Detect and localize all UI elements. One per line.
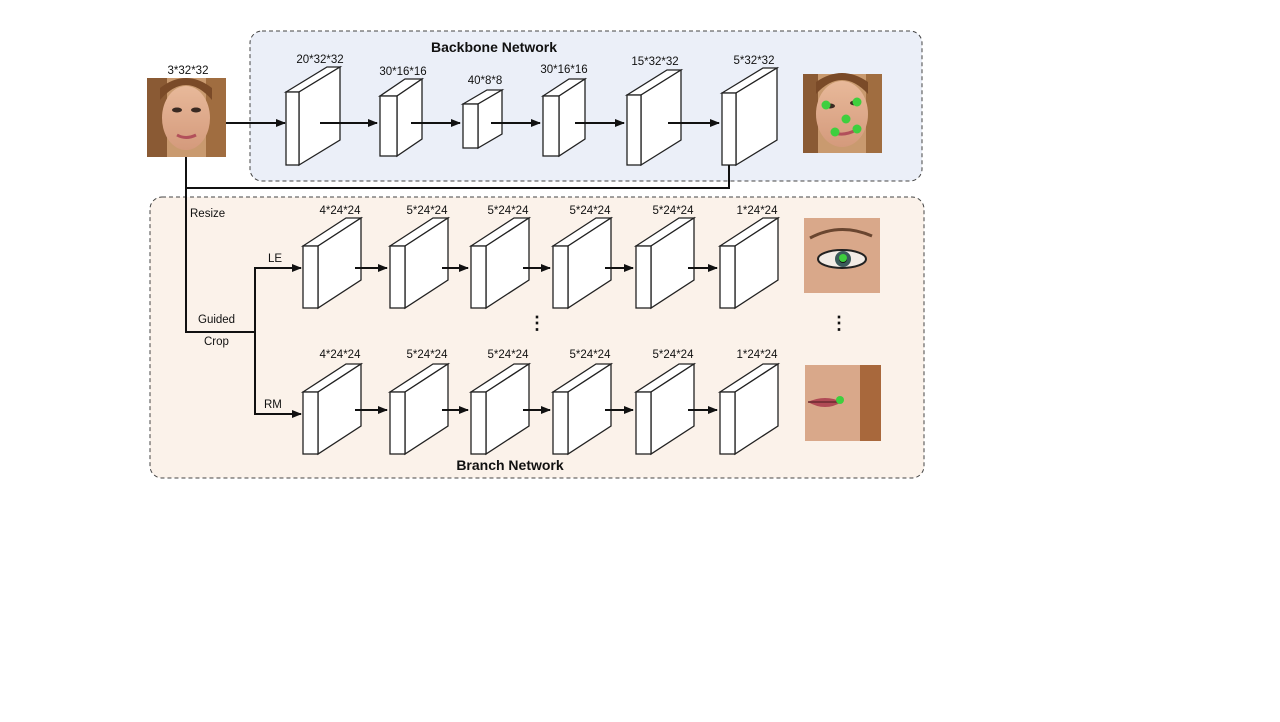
- branch-le-layer-2-label: 5*24*24: [407, 205, 449, 217]
- branch-rm-layer-2-label: 5*24*24: [407, 349, 449, 361]
- branch-le-layer-5-label: 5*24*24: [653, 205, 695, 217]
- branch-le-layer-3-label: 5*24*24: [488, 205, 530, 217]
- input-face-image: [147, 78, 226, 157]
- backbone-title: Backbone Network: [431, 39, 557, 55]
- backbone-layer-2: [377, 77, 425, 158]
- branch-rm-layer-1-label: 4*24*24: [320, 349, 362, 361]
- layer-blocks: 20*32*32 30*16*16 40*8*8 30*16*16 15*32*32 5*…: [283, 54, 781, 456]
- rm-label: RM: [264, 399, 282, 411]
- branch-rm-layer-1: [300, 362, 364, 456]
- backbone-layer-6-label: 5*32*32: [734, 55, 775, 67]
- backbone-layer-3-label: 40*8*8: [468, 75, 503, 87]
- backbone-layer-5: [624, 68, 684, 167]
- backbone-layer-5-label: 15*32*32: [631, 56, 678, 68]
- branch-le-layer-1-label: 4*24*24: [320, 205, 362, 217]
- crop-label: Crop: [204, 336, 229, 348]
- guided-label: Guided: [198, 314, 235, 326]
- rm-branch-line: [254, 332, 302, 418]
- landmark-right-mouth: [852, 124, 862, 134]
- branch-title: Branch Network: [456, 457, 564, 473]
- landmark-mouth-crop: [836, 396, 844, 404]
- backbone-layer-4: [540, 77, 588, 158]
- branch-rm-layer-5: [633, 362, 697, 456]
- le-label: LE: [268, 253, 282, 265]
- branch-le-layer-5: [633, 216, 697, 310]
- landmark-left-eye: [821, 100, 831, 110]
- branch-ellipsis: ⋮: [528, 313, 546, 333]
- branch-le-layer-4-label: 5*24*24: [570, 205, 612, 217]
- branch-rm-layer-2: [387, 362, 451, 456]
- connection-lines: [185, 119, 730, 418]
- backbone-layer-1: [283, 65, 343, 167]
- input-size-label: 3*32*32: [168, 65, 209, 77]
- resize-label: Resize: [190, 208, 225, 220]
- branch-le-layer-3: [468, 216, 532, 310]
- backbone-layer-2-label: 30*16*16: [379, 66, 426, 78]
- backbone-layer-6: [719, 66, 780, 167]
- landmark-eye-crop: [839, 254, 847, 262]
- branch-rm-layer-5-label: 5*24*24: [653, 349, 695, 361]
- branch-rm-layer-6: [717, 362, 781, 456]
- branch-le-layer-1: [300, 216, 364, 310]
- landmark-right-eye: [852, 97, 862, 107]
- branch-le-layer-6: [717, 216, 781, 310]
- landmark-left-mouth: [830, 127, 840, 137]
- backbone-skip-line: [185, 157, 730, 189]
- landmark-points: [821, 97, 862, 137]
- output-ellipsis: ⋮: [830, 313, 848, 333]
- branch-rm-layer-3-label: 5*24*24: [488, 349, 530, 361]
- backbone-layer-3: [460, 88, 505, 150]
- eye-crop-image: [804, 218, 880, 293]
- le-branch-line: [254, 264, 302, 332]
- branch-rm-layer-3: [468, 362, 532, 456]
- branch-rm-layer-4-label: 5*24*24: [570, 349, 612, 361]
- mouth-crop-image: [805, 365, 881, 441]
- branch-rm-layer-4: [550, 362, 614, 456]
- backbone-layer-4-label: 30*16*16: [540, 64, 587, 76]
- backbone-layer-1-label: 20*32*32: [296, 54, 343, 66]
- branch-le-layer-4: [550, 216, 614, 310]
- branch-le-layer-6-label: 1*24*24: [737, 205, 779, 217]
- output-face-image: [803, 73, 882, 153]
- resize-crop-line: [185, 188, 255, 333]
- landmark-nose: [841, 114, 851, 124]
- branch-rm-layer-6-label: 1*24*24: [737, 349, 779, 361]
- branch-le-layer-2: [387, 216, 451, 310]
